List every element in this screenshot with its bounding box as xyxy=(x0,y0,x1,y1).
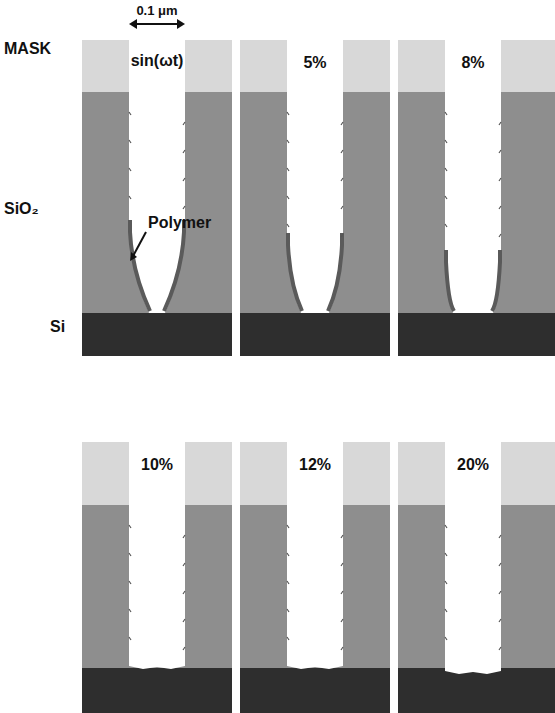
wall-speck xyxy=(287,525,289,528)
dimension-line xyxy=(133,23,181,25)
polymer-film xyxy=(492,250,500,311)
polymer-film xyxy=(446,250,454,311)
wall-speck xyxy=(129,196,131,199)
wall-speck xyxy=(341,619,343,622)
wall-speck xyxy=(341,647,343,650)
etched-trench xyxy=(287,442,343,669)
wall-speck xyxy=(287,168,289,171)
layer-label: Si xyxy=(50,318,65,336)
wall-speck xyxy=(445,525,447,528)
duty-cycle-label: 12% xyxy=(299,456,331,474)
wall-speck xyxy=(183,647,185,650)
wall-speck xyxy=(499,150,501,153)
dimension-arrowhead xyxy=(177,19,185,29)
callout-label: Polymer xyxy=(148,214,211,232)
dimension-label: 0.1 μm xyxy=(136,4,177,18)
silicon-substrate xyxy=(240,668,390,713)
polymer-film xyxy=(288,233,302,311)
wall-speck xyxy=(183,150,185,153)
wall-speck xyxy=(129,140,131,143)
wall-speck xyxy=(341,535,343,538)
wall-speck xyxy=(499,591,501,594)
silicon-substrate xyxy=(82,668,232,713)
wall-speck xyxy=(183,178,185,181)
wall-speck xyxy=(287,553,289,556)
silicon-substrate xyxy=(240,313,390,356)
wall-speck xyxy=(129,581,131,584)
wall-speck xyxy=(129,525,131,528)
wall-speck xyxy=(499,234,501,237)
layer-label: MASK xyxy=(4,40,51,58)
etched-trench xyxy=(129,442,185,669)
wall-speck xyxy=(341,591,343,594)
wall-speck xyxy=(287,581,289,584)
wall-speck xyxy=(129,112,131,115)
etched-trench xyxy=(129,40,185,313)
wall-speck xyxy=(445,224,447,227)
wall-speck xyxy=(445,637,447,640)
layer-label: SiO₂ xyxy=(4,200,39,218)
wall-speck xyxy=(129,637,131,640)
wall-speck xyxy=(499,122,501,125)
duty-cycle-label: 20% xyxy=(457,456,489,474)
dimension-arrowhead xyxy=(129,19,137,29)
duty-cycle-label: 8% xyxy=(461,54,484,72)
wall-speck xyxy=(499,619,501,622)
leader-line xyxy=(132,232,146,258)
wall-speck xyxy=(499,535,501,538)
wall-speck xyxy=(287,224,289,227)
wall-speck xyxy=(499,206,501,209)
wall-speck xyxy=(129,553,131,556)
waveform-label: sin(ωt) xyxy=(131,52,184,70)
wall-speck xyxy=(341,178,343,181)
wall-speck xyxy=(445,168,447,171)
wall-speck xyxy=(287,196,289,199)
etched-trench xyxy=(287,40,343,313)
etched-trench xyxy=(445,40,501,313)
leader-arrowhead xyxy=(130,252,137,261)
wall-speck xyxy=(183,535,185,538)
wall-speck xyxy=(183,122,185,125)
silicon-substrate xyxy=(82,313,232,356)
wall-speck xyxy=(341,150,343,153)
wall-speck xyxy=(445,140,447,143)
polymer-film xyxy=(164,220,184,311)
wall-speck xyxy=(341,234,343,237)
wall-speck xyxy=(287,140,289,143)
wall-speck xyxy=(445,112,447,115)
wall-speck xyxy=(183,591,185,594)
wall-speck xyxy=(499,178,501,181)
wall-speck xyxy=(129,168,131,171)
wall-speck xyxy=(341,206,343,209)
wall-speck xyxy=(287,609,289,612)
wall-speck xyxy=(445,196,447,199)
wall-speck xyxy=(499,647,501,650)
wall-speck xyxy=(287,112,289,115)
polymer-film xyxy=(130,220,150,311)
wall-speck xyxy=(129,609,131,612)
wall-speck xyxy=(287,637,289,640)
wall-speck xyxy=(445,609,447,612)
silicon-substrate xyxy=(398,668,555,713)
wall-speck xyxy=(183,563,185,566)
silicon-substrate xyxy=(398,313,555,356)
wall-speck xyxy=(499,563,501,566)
duty-cycle-label: 5% xyxy=(303,54,326,72)
etched-trench xyxy=(445,442,501,674)
wall-speck xyxy=(445,581,447,584)
wall-speck xyxy=(183,206,185,209)
duty-cycle-label: 10% xyxy=(141,456,173,474)
wall-speck xyxy=(445,553,447,556)
wall-speck xyxy=(341,563,343,566)
polymer-film xyxy=(328,233,342,311)
wall-speck xyxy=(183,619,185,622)
wall-speck xyxy=(341,122,343,125)
